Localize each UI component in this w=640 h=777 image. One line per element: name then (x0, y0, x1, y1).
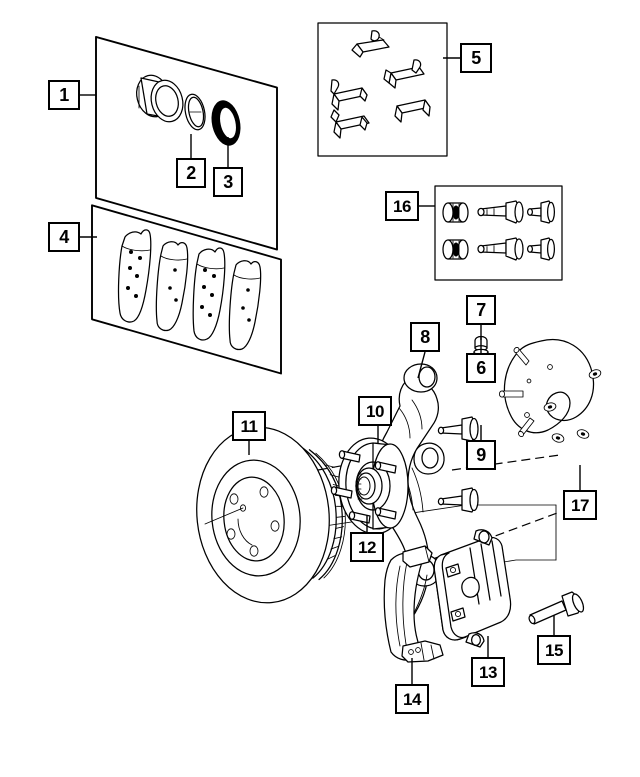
brake-pad-art-1 (117, 229, 152, 323)
callout-15[interactable]: 15 (537, 635, 571, 665)
callout-10[interactable]: 10 (358, 396, 392, 426)
hardware-clip-1 (351, 30, 390, 58)
callout-4[interactable]: 4 (48, 222, 80, 252)
hub-and-bearing-art (338, 437, 409, 535)
shield-clip-3 (551, 433, 565, 443)
guide-pin-bushing-2 (442, 239, 469, 260)
callout-8[interactable]: 8 (410, 322, 440, 352)
hub-bolt-2 (437, 487, 479, 513)
callout-number: 2 (186, 163, 196, 183)
callout-11[interactable]: 11 (232, 411, 266, 441)
leader-lines (80, 57, 581, 684)
callout-5[interactable]: 5 (460, 43, 492, 73)
clip-kit-panel-art (317, 22, 448, 157)
callout-number: 1 (59, 85, 69, 105)
callout-number: 10 (366, 401, 384, 421)
callout-number: 15 (545, 640, 563, 660)
guide-pin-kit-panel-art (434, 185, 563, 281)
wheel-stud-3 (330, 486, 353, 499)
brake-pad-panel-art (91, 204, 282, 375)
brake-pad-art-4 (228, 260, 262, 351)
guide-pin-bushing-1 (442, 202, 469, 223)
brake-rotor-art (196, 426, 346, 604)
caliper-guide-pin-bolt-art (528, 591, 585, 625)
brake-caliper-art (433, 529, 512, 648)
caliper-piston-art (136, 74, 184, 123)
shield-clip-1 (588, 369, 602, 379)
callout-number: 16 (393, 196, 411, 216)
callout-number: 4 (59, 227, 69, 247)
hardware-clip-4 (330, 109, 370, 139)
shield-clip-2 (576, 429, 590, 439)
wheel-stud-4 (374, 507, 397, 520)
callout-number: 13 (479, 662, 497, 682)
guide-pin-bolt-2 (526, 237, 556, 261)
hardware-clip-5 (394, 99, 431, 123)
callout-13[interactable]: 13 (471, 657, 505, 687)
hardware-clip-2 (330, 79, 368, 111)
callout-number: 5 (471, 48, 481, 68)
callout-number: 9 (476, 445, 486, 465)
brake-pad-art-3 (192, 247, 226, 341)
callout-9[interactable]: 9 (466, 440, 496, 470)
callout-number: 11 (240, 416, 258, 436)
brake-splash-shield-art (498, 339, 602, 443)
piston-seal-art (184, 93, 206, 131)
callout-number: 8 (420, 327, 430, 347)
callout-number: 14 (403, 689, 421, 709)
wheel-stud-1 (338, 450, 361, 463)
piston-dust-boot-art (211, 100, 241, 146)
wheel-stud-2 (374, 461, 397, 474)
callout-number: 12 (358, 537, 376, 557)
callout-3[interactable]: 3 (213, 167, 243, 197)
shield-clip-4 (543, 402, 557, 412)
guide-pin-2 (477, 237, 524, 261)
guide-pin-bolt-1 (526, 200, 556, 224)
wheel-studs-art (330, 450, 397, 524)
callout-number: 17 (571, 495, 589, 515)
callout-14[interactable]: 14 (395, 684, 429, 714)
callout-16[interactable]: 16 (385, 191, 419, 221)
callout-number: 7 (476, 300, 486, 320)
guide-pin-1 (477, 200, 524, 224)
hub-bolt-1 (437, 416, 479, 442)
wheel-stud-5 (348, 511, 371, 524)
callout-1[interactable]: 1 (48, 80, 80, 110)
callout-number: 6 (476, 358, 486, 378)
seal-kit-panel-art (95, 35, 278, 251)
callout-2[interactable]: 2 (176, 158, 206, 188)
caliper-adapter-bracket-art (383, 545, 444, 663)
callout-7[interactable]: 7 (466, 295, 496, 325)
leader-line-8 (417, 351, 426, 379)
callout-12[interactable]: 12 (350, 532, 384, 562)
callout-17[interactable]: 17 (563, 490, 597, 520)
callout-number: 3 (223, 172, 233, 192)
callout-6[interactable]: 6 (466, 353, 496, 383)
hardware-clip-3 (383, 59, 425, 89)
brake-pad-art-2 (155, 241, 189, 332)
